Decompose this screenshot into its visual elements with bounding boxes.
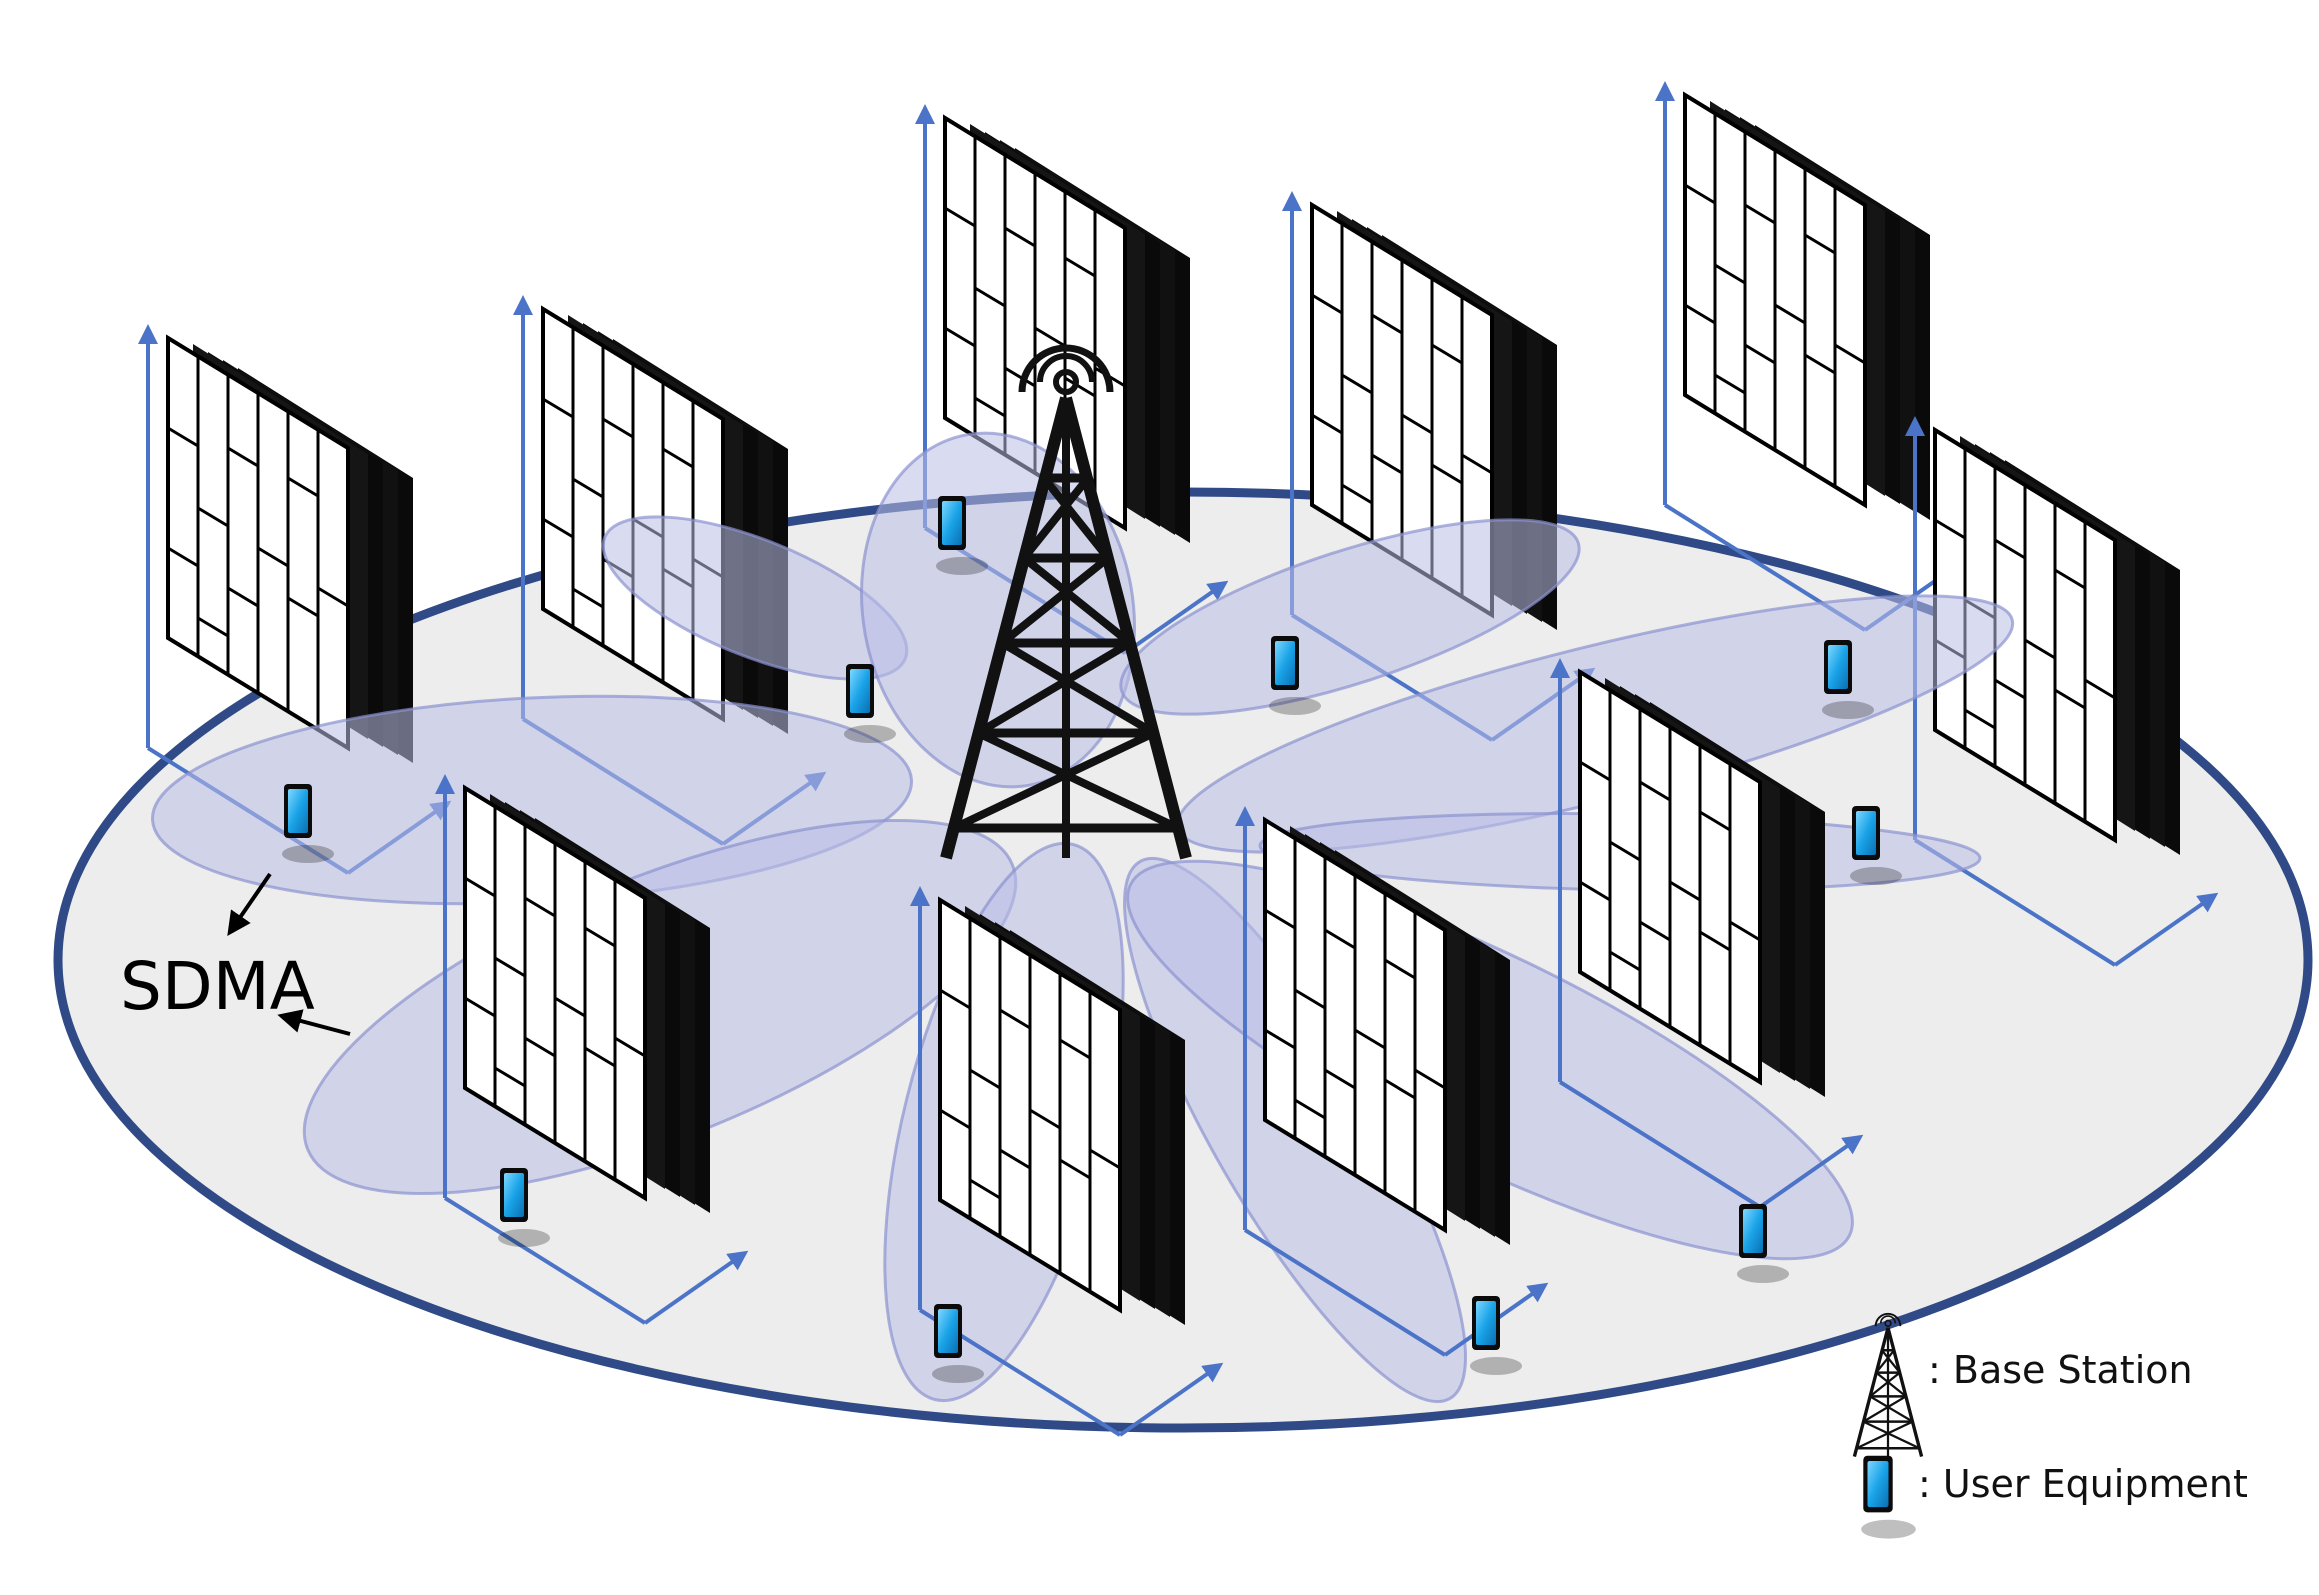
legend-user-equipment-icon [1861,1455,1916,1539]
legend-base-station-label: : Base Station [1928,1348,2193,1392]
sdma-label: SDMA [120,948,315,1025]
sdma-pointer-arrow [277,1009,351,1036]
sdma-pointer-arrow [227,872,272,936]
beam [1119,518,1581,716]
legend-user-equipment-label: : User Equipment [1918,1462,2248,1506]
